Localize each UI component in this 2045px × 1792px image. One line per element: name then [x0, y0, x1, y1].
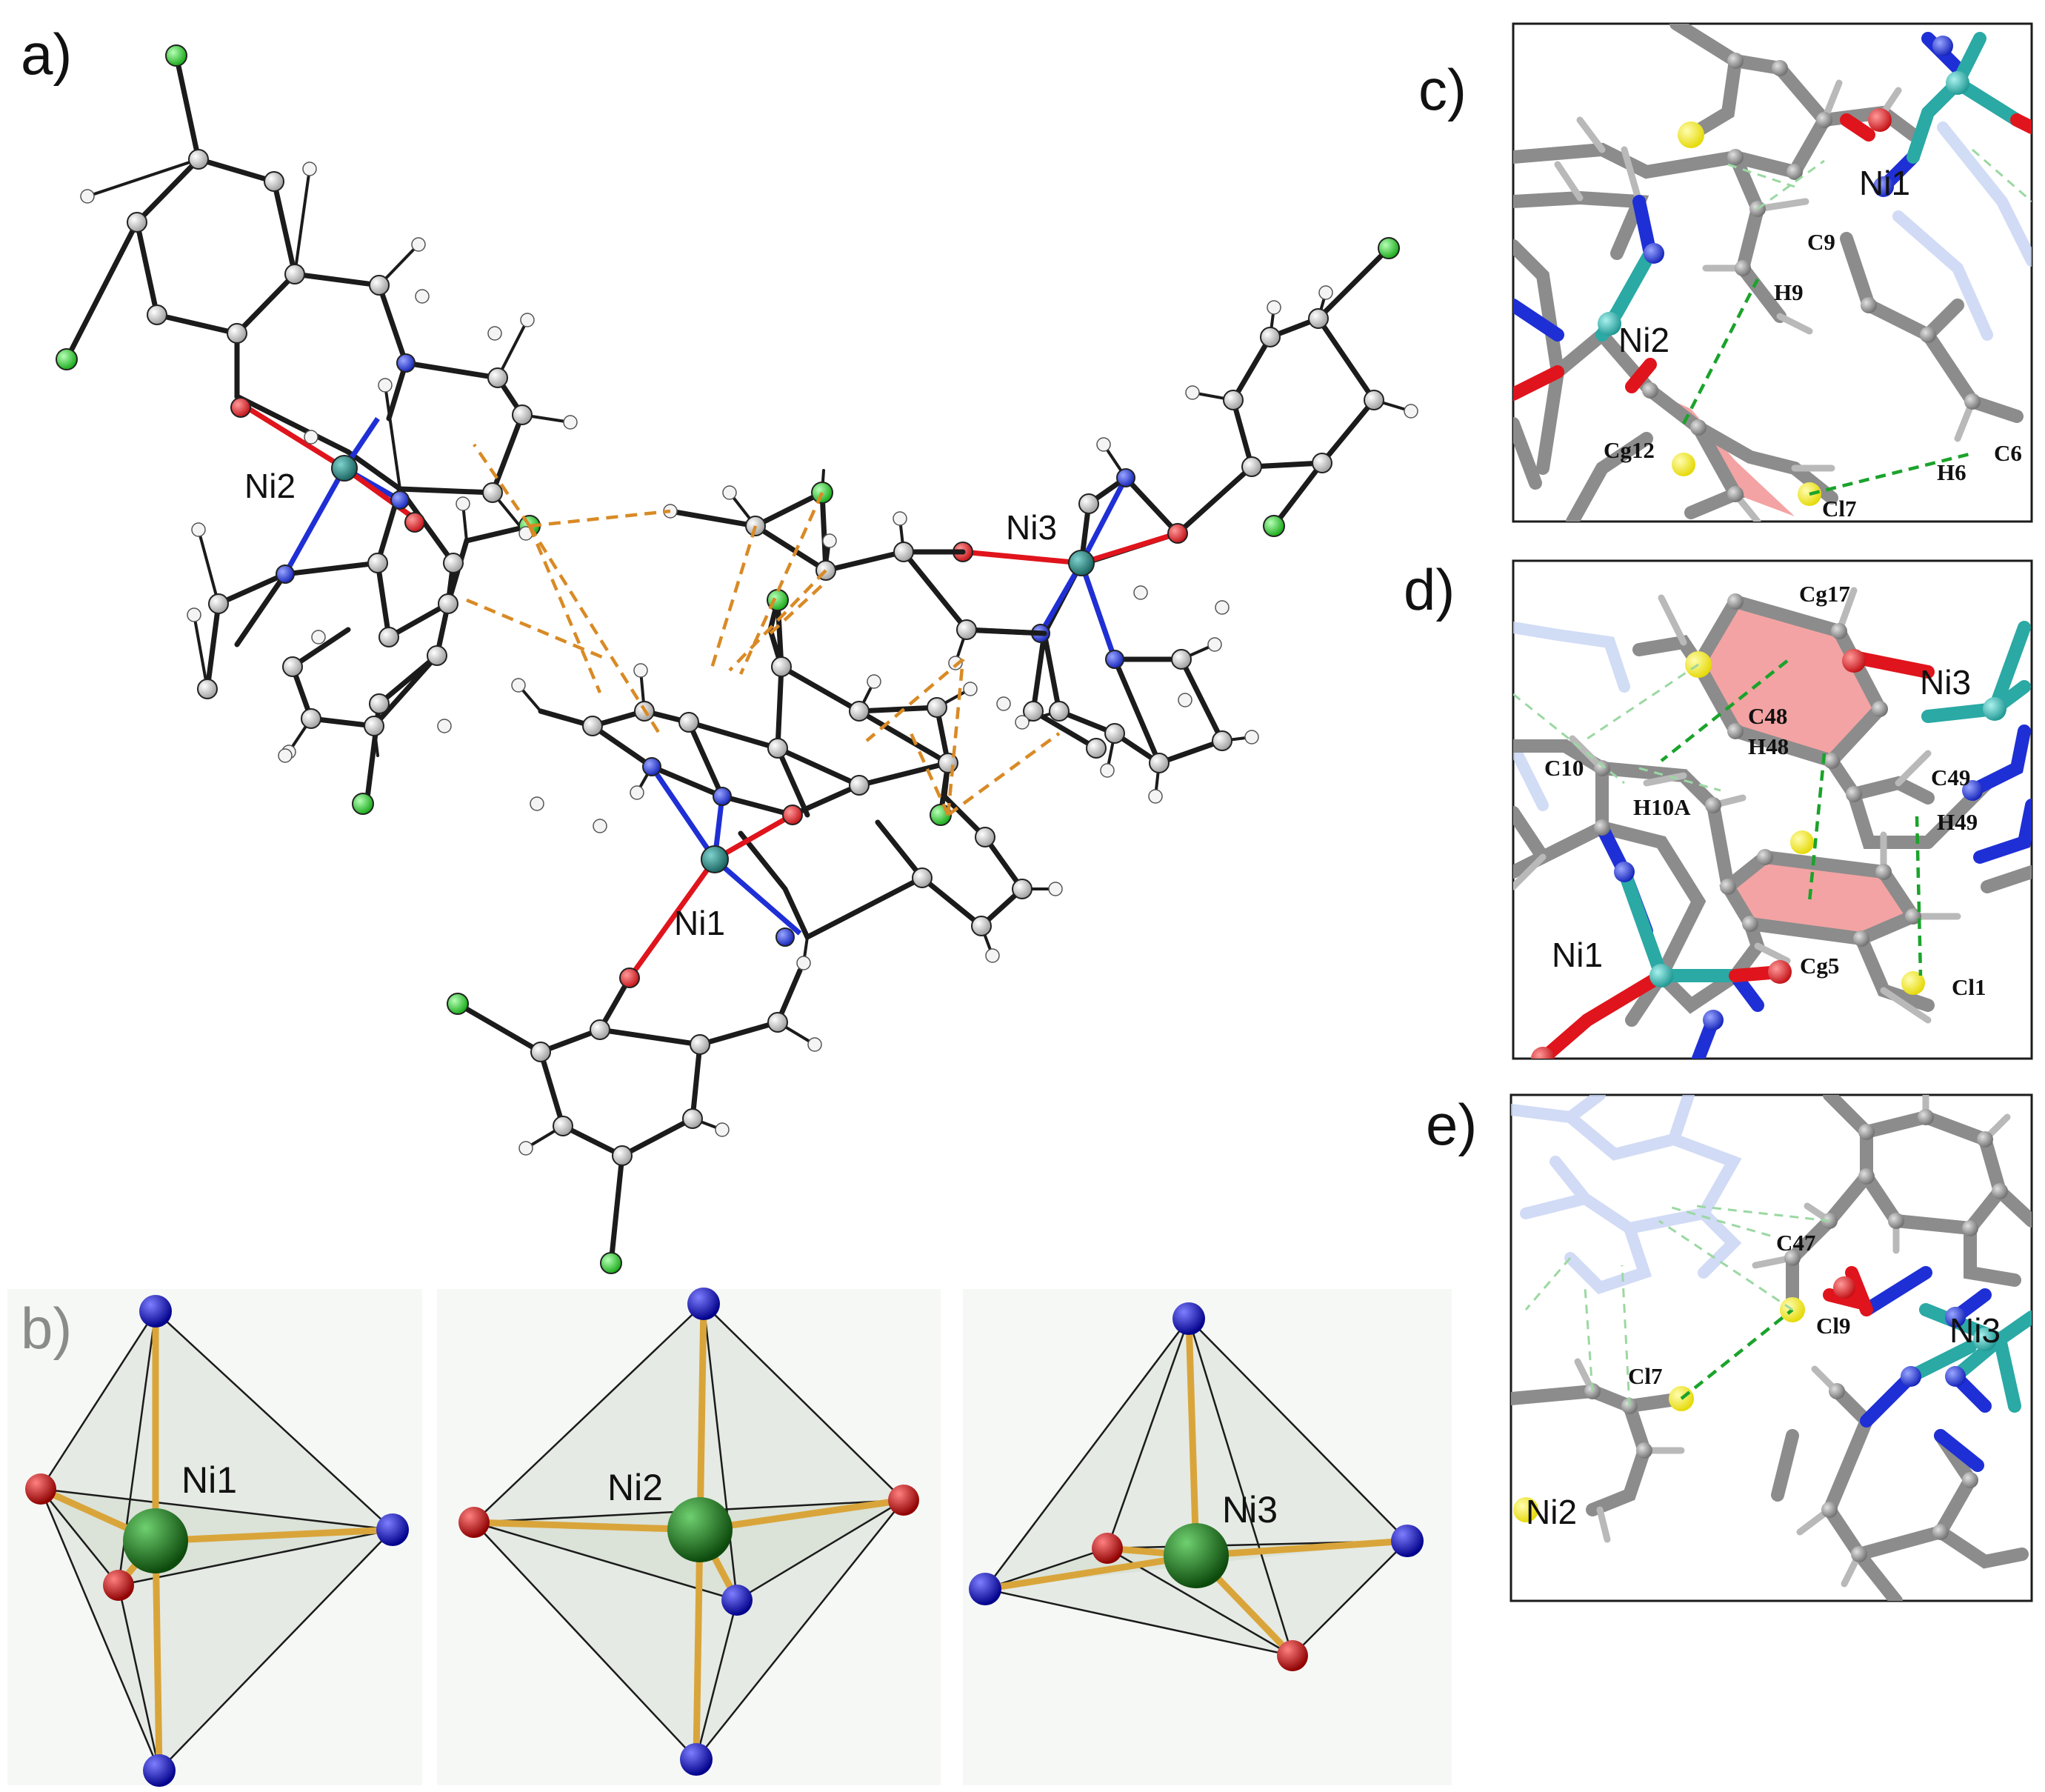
panel-c-frame [1512, 22, 2033, 523]
panel-e-label: e) [1426, 1092, 1477, 1157]
intermolecular-contacts [466, 443, 1061, 816]
ni1-molecule: Ni1 [447, 469, 1063, 1274]
panel-c-c6: C6 [1994, 440, 2022, 466]
panel-d-label: d) [1404, 557, 1455, 622]
panel-e-cl9: Cl9 [1816, 1313, 1851, 1339]
panel-d-cg5: Cg5 [1800, 953, 1839, 979]
ni3-polyhedron-label: Ni3 [1222, 1489, 1278, 1530]
panel-c-h9: H9 [1774, 279, 1804, 305]
panel-d-c48: C48 [1748, 703, 1787, 729]
panel-d-c10: C10 [1544, 755, 1584, 781]
ni3-molecule: Ni3 [953, 237, 1418, 804]
ni3-label: Ni3 [1006, 508, 1057, 547]
panel-e-ni3: Ni3 [1949, 1311, 2001, 1350]
panel-d-h48: H48 [1748, 733, 1789, 759]
panel-e-ni2: Ni2 [1526, 1493, 1577, 1531]
panel-d-cl1: Cl1 [1952, 974, 1986, 1000]
ni1-polyhedron: Ni1 [7, 1289, 422, 1787]
panel-a-label: a) [21, 21, 72, 87]
ni2-label: Ni2 [244, 467, 296, 505]
panel-e-c47: C47 [1776, 1230, 1815, 1256]
panel-d-h49: H49 [1937, 809, 1978, 835]
ni3-polyhedron: Ni3 [963, 1289, 1452, 1785]
panel-b: b) Ni1 [7, 1288, 1452, 1787]
panel-c-h6: H6 [1937, 459, 1966, 485]
panel-a: a) [21, 21, 1418, 1274]
panel-c-ni2: Ni2 [1618, 321, 1669, 359]
panel-c-label: c) [1418, 57, 1467, 122]
panel-d-cg17: Cg17 [1799, 581, 1850, 607]
panel-c-cl7: Cl7 [1822, 496, 1857, 522]
panel-c-c9: C9 [1807, 229, 1835, 255]
ni1-label: Ni1 [674, 904, 725, 942]
panel-c-cg12: Cg12 [1604, 437, 1655, 463]
ni2-polyhedron-label: Ni2 [607, 1467, 663, 1508]
panel-d-h10a: H10A [1633, 794, 1691, 820]
panel-e-cl7: Cl7 [1628, 1363, 1663, 1389]
ni1-polyhedron-label: Ni1 [181, 1459, 237, 1501]
ni2-molecule: Ni2 [56, 44, 578, 815]
panel-d-ni1: Ni1 [1552, 936, 1603, 974]
panel-d-ni3: Ni3 [1920, 663, 1971, 702]
panel-d: d) [1404, 557, 2033, 1060]
panel-c: c) [1418, 22, 2033, 523]
panel-d-c49: C49 [1931, 765, 1970, 790]
panel-e: e) [1426, 1092, 2033, 1602]
ni2-polyhedron: Ni2 [437, 1288, 941, 1785]
panel-c-ni1: Ni1 [1859, 164, 1910, 202]
